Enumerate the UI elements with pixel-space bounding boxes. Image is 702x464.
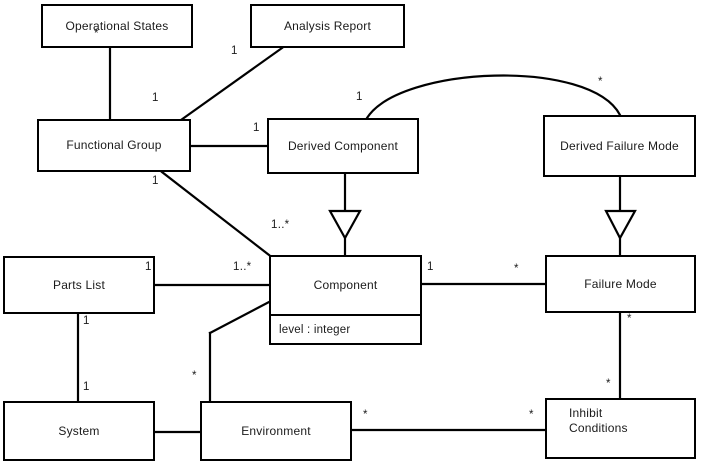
multiplicity-environment-right-star: *	[363, 409, 368, 421]
multiplicity-functional-group-top-one: 1	[152, 92, 159, 104]
class-name-operational-states: Operational States	[65, 18, 169, 33]
class-name-derived-failure-mode: Derived Failure Mode	[560, 138, 679, 153]
generalization-triangle-failure-mode	[604, 209, 637, 241]
multiplicity-inhibit-conditions-top-star: *	[606, 378, 611, 390]
multiplicity-inhibit-conditions-left-star: *	[529, 409, 534, 421]
multiplicity-analysis-report-one: 1	[231, 45, 238, 57]
multiplicity-derived-component-arc-one: 1	[356, 91, 363, 103]
generalization-triangle-component	[328, 209, 362, 241]
edge-analysis-report-functional-group	[179, 46, 284, 122]
multiplicity-parts-list-bottom-one: 1	[83, 315, 90, 327]
multiplicity-failure-mode-bottom-star: *	[627, 313, 632, 325]
multiplicity-functional-group-bottom-one: 1	[152, 175, 159, 187]
multiplicity-failure-mode-left-star: *	[514, 263, 519, 275]
edge-environment-component-diagonal	[208, 300, 271, 335]
class-box-inhibit-conditions[interactable]: Inhibit Conditions	[545, 398, 696, 459]
class-name-analysis-report: Analysis Report	[283, 18, 372, 33]
edge-derived-component-derived-failure-mode-arc	[365, 74, 622, 120]
multiplicity-component-right-one: 1	[427, 261, 434, 273]
class-box-analysis-report[interactable]: Analysis Report	[250, 4, 405, 48]
edge-functional-group-component	[160, 170, 271, 257]
class-attribute-component-level: level : integer	[271, 314, 420, 343]
class-box-component[interactable]: Component level : integer	[269, 255, 422, 345]
multiplicity-operational-states-star: *	[94, 28, 99, 40]
class-name-system: System	[58, 423, 100, 438]
class-name-component: Component	[313, 278, 378, 292]
class-box-system[interactable]: System	[3, 401, 155, 461]
class-box-parts-list[interactable]: Parts List	[3, 256, 155, 314]
class-name-failure-mode: Failure Mode	[584, 276, 657, 291]
class-name-parts-list: Parts List	[52, 277, 105, 292]
class-box-functional-group[interactable]: Functional Group	[37, 119, 191, 172]
class-box-environment[interactable]: Environment	[200, 401, 352, 461]
class-box-operational-states[interactable]: Operational States	[41, 4, 193, 48]
multiplicity-parts-list-right-one: 1	[145, 261, 152, 273]
multiplicity-environment-top-star: *	[192, 370, 197, 382]
class-box-derived-component[interactable]: Derived Component	[267, 118, 419, 174]
class-name-derived-component: Derived Component	[287, 138, 399, 153]
multiplicity-component-top-one-to-many: 1..*	[271, 219, 290, 231]
class-box-failure-mode[interactable]: Failure Mode	[545, 255, 696, 313]
multiplicity-component-left-one-to-many: 1..*	[233, 261, 252, 273]
class-name-environment: Environment	[241, 423, 311, 438]
multiplicity-system-top-one: 1	[83, 381, 90, 393]
class-name-functional-group: Functional Group	[66, 138, 162, 152]
multiplicity-derived-component-left-one: 1	[253, 122, 260, 134]
class-name-inhibit-conditions: Inhibit Conditions	[569, 406, 628, 435]
class-box-derived-failure-mode[interactable]: Derived Failure Mode	[543, 115, 696, 177]
multiplicity-derived-failure-mode-arc-star: *	[598, 76, 603, 88]
